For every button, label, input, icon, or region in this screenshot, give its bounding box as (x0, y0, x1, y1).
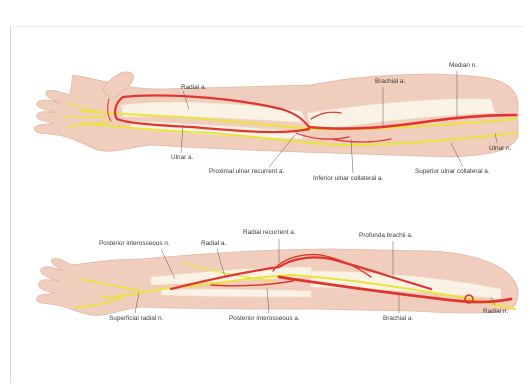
label-top-median-n: Median n. (449, 62, 477, 69)
label-top-inferior-ulnar-collateral-a: Inferior ulnar collateral a. (313, 175, 384, 182)
label-bottom-profunda-brachii-a: Profunda brachii a. (359, 232, 413, 239)
label-top-brachial-a: Brachial a. (375, 78, 405, 85)
label-top-ulnar-n: Ulnar n. (489, 145, 512, 152)
label-bottom-radial-recurrent-a: Radial recurrent a. (243, 229, 296, 236)
label-top-ulnar-a: Ulnar a. (171, 154, 194, 161)
label-bottom-radial-n: Radial n. (483, 308, 508, 315)
label-bottom-posterior-interosseous-n: Posterior interosseous n. (99, 240, 170, 247)
bottom-arm-view (37, 249, 519, 315)
label-bottom-superficial-radial-n: Superficial radial n. (109, 315, 164, 322)
arm-anatomy-illustration: Radial a. Brachial a. Median n. Ulnar a.… (11, 27, 523, 383)
label-bottom-brachial-a: Brachial a. (383, 315, 413, 322)
label-top-radial-a: Radial a. (181, 84, 206, 91)
top-arm-view (35, 72, 519, 157)
label-bottom-radial-a: Radial a. (201, 240, 226, 247)
label-top-proximal-ulnar-recurrent-a: Proximal ulnar recurrent a. (209, 168, 285, 175)
label-bottom-posterior-interosseous-a: Posterior interosseous a. (229, 315, 300, 322)
bottom-bone-ulna (161, 289, 311, 297)
illustration-frame: Radial a. Brachial a. Median n. Ulnar a.… (10, 26, 523, 383)
label-top-superior-ulnar-collateral-a: Superior ulnar collateral a. (415, 168, 490, 175)
